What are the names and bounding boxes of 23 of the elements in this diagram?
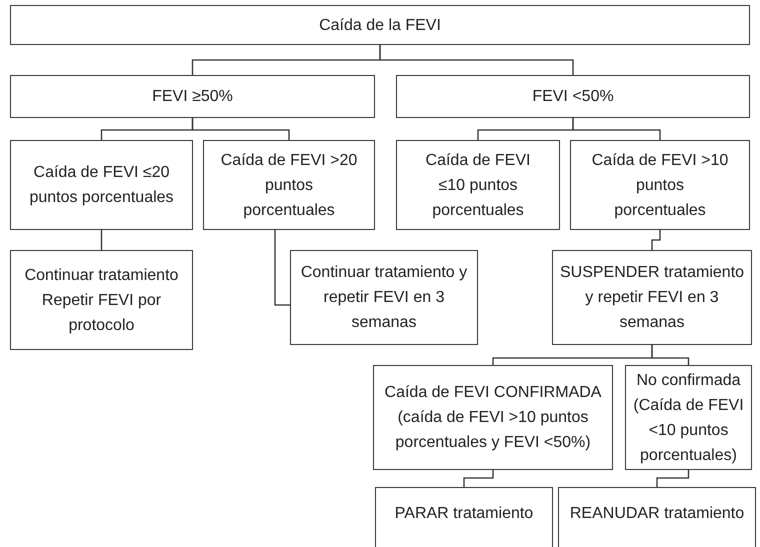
process-box: PARAR tratamiento: [375, 487, 553, 547]
process-box: Caída de FEVI CONFIRMADA (caída de FEVI >10 puntos porcentuales y FEVI <50%): [373, 365, 613, 470]
process-box: Caída de FEVI ≤20 puntos porcentuales: [10, 140, 193, 230]
process-box: FEVI <50%: [396, 75, 750, 118]
connector-line: [192, 118, 290, 140]
process-box: Caída de FEVI >10 puntos porcentuales: [570, 140, 750, 230]
connector-line: [463, 470, 494, 487]
process-box: Caída de FEVI ≤10 puntos porcentuales: [396, 140, 560, 230]
process-box: Caída de FEVI >20 puntos porcentuales: [203, 140, 375, 230]
process-box: Continuar tratamiento Repetir FEVI por protocolo: [10, 250, 193, 350]
connector-line: [656, 470, 690, 487]
process-box: FEVI ≥50%: [10, 75, 375, 118]
connector-line: [651, 345, 690, 365]
process-box: SUSPENDER tratamiento y repetir FEVI en 3 semanas: [552, 250, 752, 345]
process-box: Caída de la FEVI: [10, 5, 750, 45]
connector-line: [274, 230, 290, 306]
connector-line: [100, 230, 102, 250]
process-box: REANUDAR tratamiento: [558, 487, 756, 547]
process-box: No confirmada (Caída de FEVI <10 puntos porcentuales): [625, 365, 752, 470]
connector-line: [379, 45, 574, 75]
process-box: Continuar tratamiento y repetir FEVI en 3 semanas: [290, 250, 478, 345]
connector-line: [572, 118, 661, 140]
connector-line: [651, 230, 661, 250]
